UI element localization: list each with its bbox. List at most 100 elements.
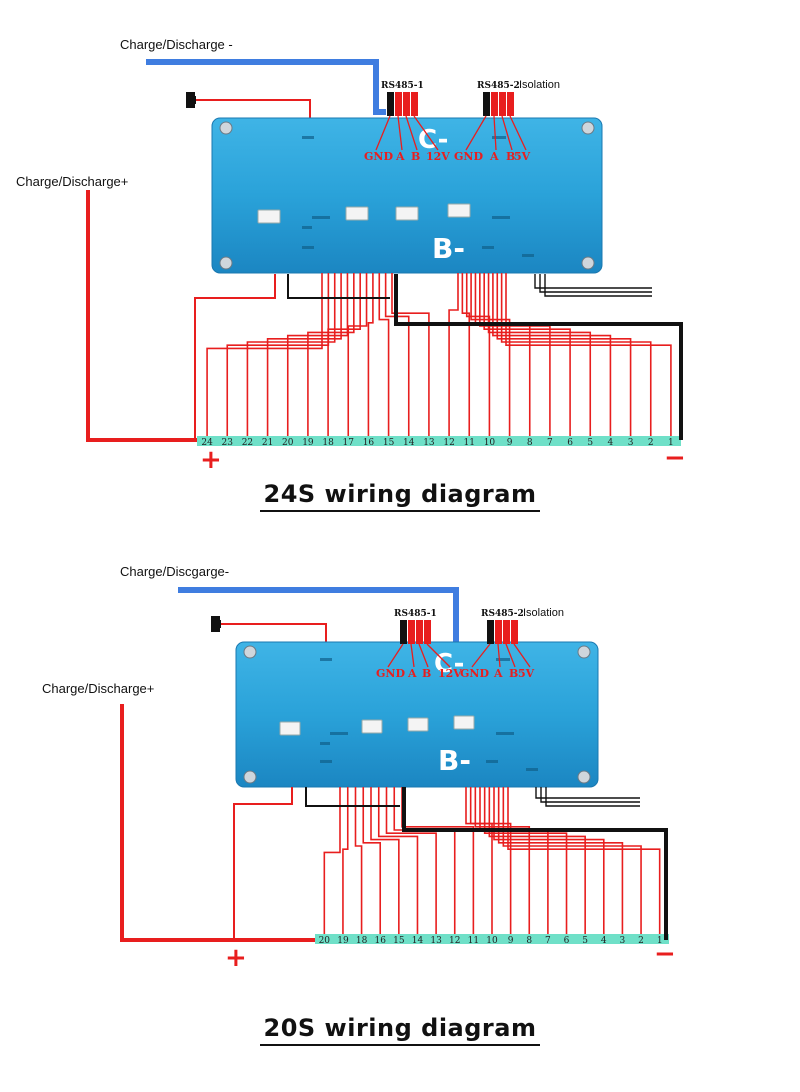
board-connector-pad bbox=[279, 721, 301, 736]
silkscreen-mark bbox=[492, 136, 506, 139]
silkscreen-mark bbox=[302, 246, 314, 249]
temperature-probe-wire bbox=[545, 787, 640, 807]
charge-discharge-minus-label: Charge/Discgarge- bbox=[120, 564, 229, 579]
pin-label-gnd: GND bbox=[376, 667, 405, 680]
cell-sense-wire bbox=[448, 273, 459, 436]
pin-label-a: A bbox=[395, 150, 405, 163]
connector-pin-red bbox=[411, 92, 418, 116]
pin-label-gnd: GND bbox=[454, 150, 483, 163]
cell-terminal-strip bbox=[197, 436, 681, 446]
cell-terminal-strip bbox=[315, 934, 669, 944]
screw-icon bbox=[219, 121, 233, 135]
cell-number-label: 2 bbox=[638, 936, 644, 946]
pin-callout-line bbox=[426, 643, 451, 668]
rs485-1-label: RS485-1 bbox=[394, 609, 437, 619]
cell-number-label: 1 bbox=[657, 936, 663, 946]
pin-callout-line bbox=[471, 643, 491, 668]
board-plus-lead bbox=[194, 274, 276, 440]
cell-sense-wire bbox=[342, 787, 349, 934]
cell-sense-wire bbox=[307, 273, 355, 436]
silkscreen-mark bbox=[496, 732, 514, 735]
cell-sense-wire bbox=[507, 787, 661, 934]
cell-sense-wire bbox=[377, 787, 419, 934]
pin-label-b: B bbox=[506, 150, 515, 163]
board-connector-pad bbox=[257, 209, 281, 224]
cell-sense-wire bbox=[488, 787, 586, 934]
cell-number-label: 10 bbox=[484, 438, 496, 448]
screw-icon bbox=[243, 645, 257, 659]
connector-pin-red bbox=[491, 92, 498, 116]
cell-number-label: 12 bbox=[443, 438, 454, 448]
pin-label-12v: 12V bbox=[438, 667, 462, 680]
cell-sense-wire bbox=[492, 273, 612, 436]
pin-label-12v: 12V bbox=[426, 150, 450, 163]
pin-callout-line bbox=[509, 115, 527, 151]
cell-number-label: 3 bbox=[620, 936, 626, 946]
screw-icon bbox=[219, 256, 233, 270]
cell-number-label: 9 bbox=[508, 936, 514, 946]
sensor-wire-red bbox=[195, 99, 311, 122]
pin-label-a: A bbox=[489, 150, 499, 163]
temperature-probe-wire bbox=[535, 787, 640, 799]
pin-callout-line bbox=[493, 115, 497, 151]
cell-number-label: 18 bbox=[356, 936, 368, 946]
silkscreen-mark bbox=[302, 226, 312, 229]
b-minus-lead bbox=[402, 787, 668, 940]
screw-icon bbox=[243, 770, 257, 784]
pin-label-gnd: GND bbox=[460, 667, 489, 680]
c-minus-label: C- bbox=[418, 125, 448, 155]
pin-callout-line bbox=[410, 643, 415, 668]
screw-icon bbox=[581, 121, 595, 135]
cell-number-label: 15 bbox=[393, 936, 405, 946]
connector-pin-red bbox=[395, 92, 402, 116]
silkscreen-mark bbox=[312, 216, 330, 219]
connector-pin-black bbox=[400, 620, 407, 644]
sensor-wire-red bbox=[220, 623, 327, 644]
cell-number-label: 16 bbox=[374, 936, 386, 946]
cell-number-label: 15 bbox=[383, 438, 395, 448]
pin-callout-line bbox=[465, 115, 487, 151]
silkscreen-mark bbox=[526, 768, 538, 771]
cell-number-label: 8 bbox=[526, 936, 532, 946]
cell-number-label: 13 bbox=[423, 438, 435, 448]
charge-discharge-minus-label: Charge/Discharge - bbox=[120, 37, 233, 52]
charge-discharge-plus-lead bbox=[86, 190, 197, 442]
pin-label-5v: 5V bbox=[514, 150, 531, 163]
minus-sign: − bbox=[664, 443, 686, 473]
diagram-24s-title: 24S wiring diagram bbox=[0, 480, 800, 512]
cell-sense-wire bbox=[323, 787, 341, 934]
pin-label-a: A bbox=[493, 667, 503, 680]
cell-sense-wire bbox=[378, 273, 390, 436]
cell-number-label: 14 bbox=[412, 936, 424, 946]
pin-callout-line bbox=[418, 643, 429, 668]
silkscreen-mark bbox=[320, 742, 330, 745]
cell-number-label: 21 bbox=[262, 438, 273, 448]
minus-sign: − bbox=[654, 939, 676, 969]
pin-callout-line bbox=[501, 115, 513, 151]
cell-sense-wire bbox=[461, 273, 471, 436]
cell-sense-wire bbox=[496, 273, 632, 436]
rs485-2-label: RS485-2 bbox=[481, 609, 524, 619]
cell-sense-wire bbox=[246, 273, 336, 436]
connector-pin-red bbox=[507, 92, 514, 116]
connector-pin-black bbox=[387, 92, 394, 116]
cell-sense-wire bbox=[505, 273, 672, 436]
board-connector-pad bbox=[407, 717, 429, 732]
cell-sense-wire bbox=[370, 787, 400, 934]
cell-number-label: 5 bbox=[582, 936, 588, 946]
cell-sense-wire bbox=[479, 273, 551, 436]
cell-number-label: 14 bbox=[403, 438, 415, 448]
cell-sense-wire bbox=[500, 273, 652, 436]
isolation-label: Isolation bbox=[523, 607, 564, 619]
sensor-plug bbox=[186, 92, 195, 108]
screw-icon bbox=[577, 770, 591, 784]
pin-callout-line bbox=[387, 643, 404, 668]
cell-sense-wire bbox=[479, 787, 549, 934]
connector-pin-red bbox=[499, 92, 506, 116]
cell-number-label: 24 bbox=[201, 438, 213, 448]
bms-board bbox=[211, 117, 603, 274]
isolation-label: Isolation bbox=[519, 79, 560, 91]
cell-sense-wire bbox=[327, 273, 361, 436]
